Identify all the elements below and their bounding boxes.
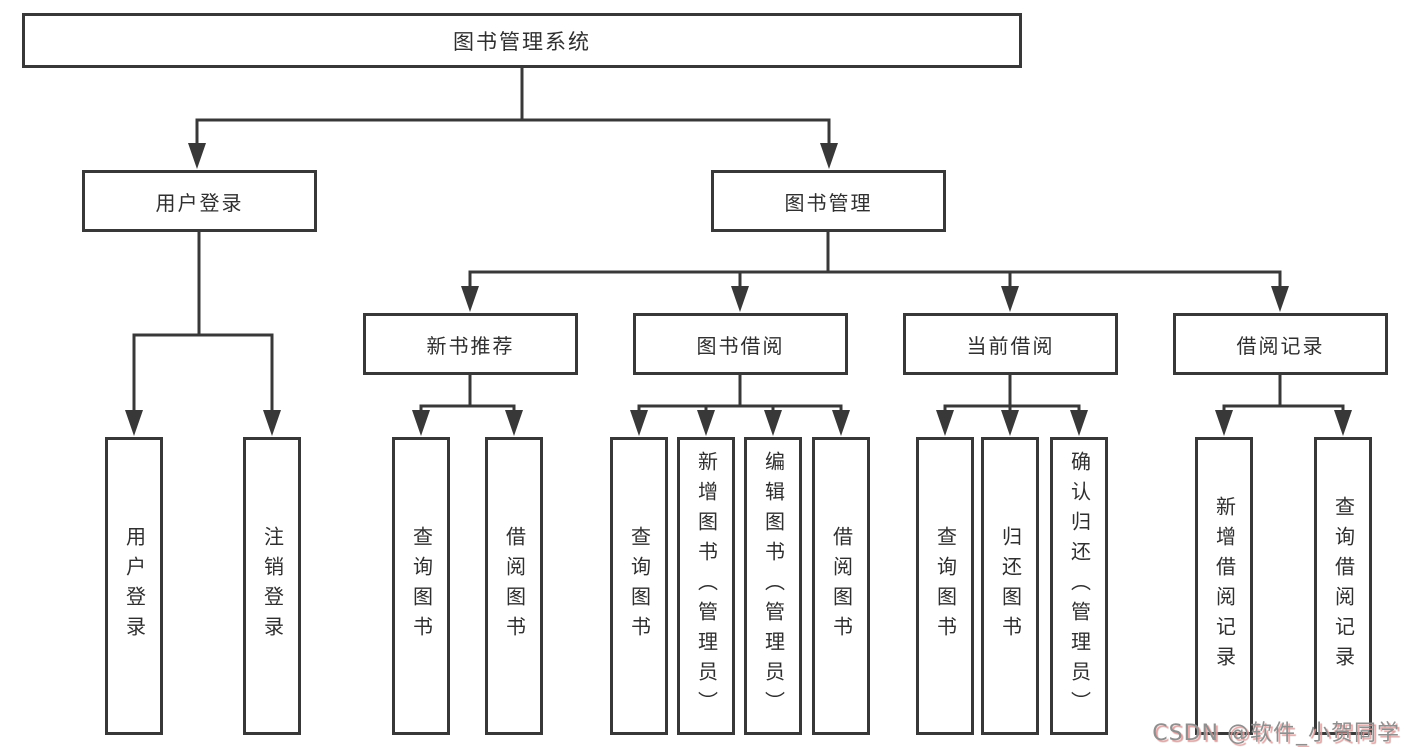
arrowhead-icon: [936, 410, 954, 436]
node-library-management-system: 图书管理系统: [22, 13, 1022, 68]
arrowhead-icon: [505, 410, 523, 436]
node-label: 借阅记录: [1236, 333, 1325, 358]
node-current-borrowing: 当前借阅: [903, 313, 1118, 375]
node-label: 用户登录: [122, 526, 147, 646]
node-label: 新书推荐: [426, 333, 515, 358]
arrowhead-icon: [697, 410, 715, 436]
leaf-add-books-admin: 新增图书（管理员）: [677, 437, 735, 735]
node-label: 借阅图书: [829, 526, 854, 646]
node-label: 查询图书: [627, 526, 652, 646]
node-label: 图书借阅: [696, 333, 785, 358]
node-label: 借阅图书: [502, 526, 527, 646]
node-book-management: 图书管理: [711, 170, 946, 232]
arrowhead-icon: [1001, 410, 1019, 436]
leaf-confirm-return-admin: 确认归还（管理员）: [1050, 437, 1108, 735]
arrowhead-icon: [630, 410, 648, 436]
arrowhead-icon: [832, 410, 850, 436]
node-label: 查询图书: [409, 526, 434, 646]
arrowhead-icon: [1215, 410, 1233, 436]
arrowhead-icon: [125, 410, 143, 436]
arrowhead-icon: [1271, 286, 1289, 312]
node-label: 查询借阅记录: [1331, 496, 1356, 676]
node-user-login: 用户登录: [82, 170, 317, 232]
arrowhead-icon: [764, 410, 782, 436]
leaf-borrow-books-recommend: 借阅图书: [485, 437, 543, 735]
node-label: 新增图书（管理员）: [694, 451, 719, 721]
arrowhead-icon: [1001, 286, 1019, 312]
arrowhead-icon: [1070, 410, 1088, 436]
node-label: 注销登录: [260, 526, 285, 646]
leaf-edit-books-admin: 编辑图书（管理员）: [744, 437, 802, 735]
leaf-logout: 注销登录: [243, 437, 301, 735]
node-label: 图书管理系统: [453, 29, 591, 54]
arrowhead-icon: [461, 286, 479, 312]
arrowhead-icon: [820, 143, 838, 169]
arrowhead-icon: [263, 410, 281, 436]
node-label: 新增借阅记录: [1212, 496, 1237, 676]
arrowhead-icon: [412, 410, 430, 436]
node-borrowing-records: 借阅记录: [1173, 313, 1388, 375]
leaf-borrow-books: 借阅图书: [812, 437, 870, 735]
node-label: 用户登录: [155, 190, 244, 215]
node-book-borrowing: 图书借阅: [633, 313, 848, 375]
node-label: 图书管理: [784, 190, 873, 215]
leaf-add-borrow-record: 新增借阅记录: [1195, 437, 1253, 735]
node-new-book-recommend: 新书推荐: [363, 313, 578, 375]
leaf-return-books: 归还图书: [981, 437, 1039, 735]
arrowhead-icon: [731, 286, 749, 312]
leaf-query-borrow-record: 查询借阅记录: [1314, 437, 1372, 735]
node-label: 查询图书: [933, 526, 958, 646]
csdn-watermark: CSDN @软件_小贺同学: [1152, 721, 1400, 746]
leaf-query-books-recommend: 查询图书: [392, 437, 450, 735]
node-label: 编辑图书（管理员）: [761, 451, 786, 721]
arrowhead-icon: [188, 143, 206, 169]
arrowhead-icon: [1334, 410, 1352, 436]
leaf-query-books-borrowing: 查询图书: [610, 437, 668, 735]
node-label: 确认归还（管理员）: [1067, 451, 1092, 721]
node-label: 当前借阅: [966, 333, 1055, 358]
leaf-query-books-current: 查询图书: [916, 437, 974, 735]
node-label: 归还图书: [998, 526, 1023, 646]
leaf-user-login: 用户登录: [105, 437, 163, 735]
